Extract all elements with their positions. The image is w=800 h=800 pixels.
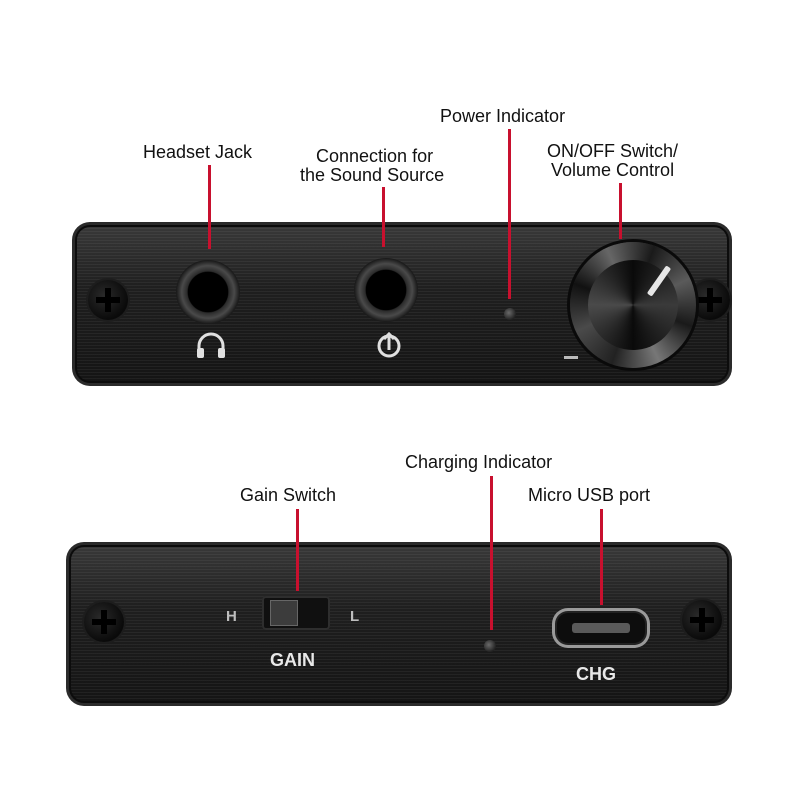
charging-indicator-leader xyxy=(490,476,493,630)
headset-jack-leader xyxy=(208,165,211,249)
chg-print: CHG xyxy=(576,664,616,684)
headset-jack-label: Headset Jack xyxy=(143,142,253,162)
gain-l-mark: L xyxy=(350,608,360,625)
headphones-icon xyxy=(197,332,225,358)
headset-jack[interactable] xyxy=(176,260,240,324)
screw-icon xyxy=(690,280,730,320)
micro-usb-slot xyxy=(572,623,630,633)
screw-icon xyxy=(84,602,124,642)
rear-panel: H L GAIN CHG xyxy=(66,542,732,706)
input-icon xyxy=(377,331,401,358)
power-indicator-led xyxy=(504,308,516,320)
power-indicator-leader xyxy=(508,129,511,299)
gain-switch[interactable] xyxy=(262,596,330,630)
sound-source-leader xyxy=(382,187,385,247)
on-off-label-line2: Volume Control xyxy=(551,160,675,180)
charging-indicator-label: Charging Indicator xyxy=(405,452,553,472)
sound-source-label-line1: Connection for xyxy=(316,146,434,166)
power-indicator-label: Power Indicator xyxy=(440,106,566,126)
screw-icon xyxy=(88,280,128,320)
charging-indicator-led xyxy=(484,640,496,652)
micro-usb-label: Micro USB port xyxy=(528,485,651,505)
front-panel xyxy=(72,222,732,386)
sound-source-label-line2: the Sound Source xyxy=(300,165,445,185)
gain-h-mark: H xyxy=(226,608,237,625)
screw-icon xyxy=(682,600,722,640)
sound-source-jack[interactable] xyxy=(354,258,418,322)
knob-tick-mark xyxy=(564,356,578,359)
gain-switch-label: Gain Switch xyxy=(240,485,337,505)
on-off-label-line1: ON/OFF Switch/ xyxy=(547,141,679,161)
micro-usb-port[interactable] xyxy=(552,608,650,648)
volume-knob[interactable] xyxy=(570,242,696,368)
gain-print: GAIN xyxy=(270,650,315,670)
micro-usb-leader xyxy=(600,509,603,605)
gain-switch-thumb[interactable] xyxy=(270,600,298,626)
gain-switch-leader xyxy=(296,509,299,591)
on-off-leader xyxy=(619,183,622,239)
